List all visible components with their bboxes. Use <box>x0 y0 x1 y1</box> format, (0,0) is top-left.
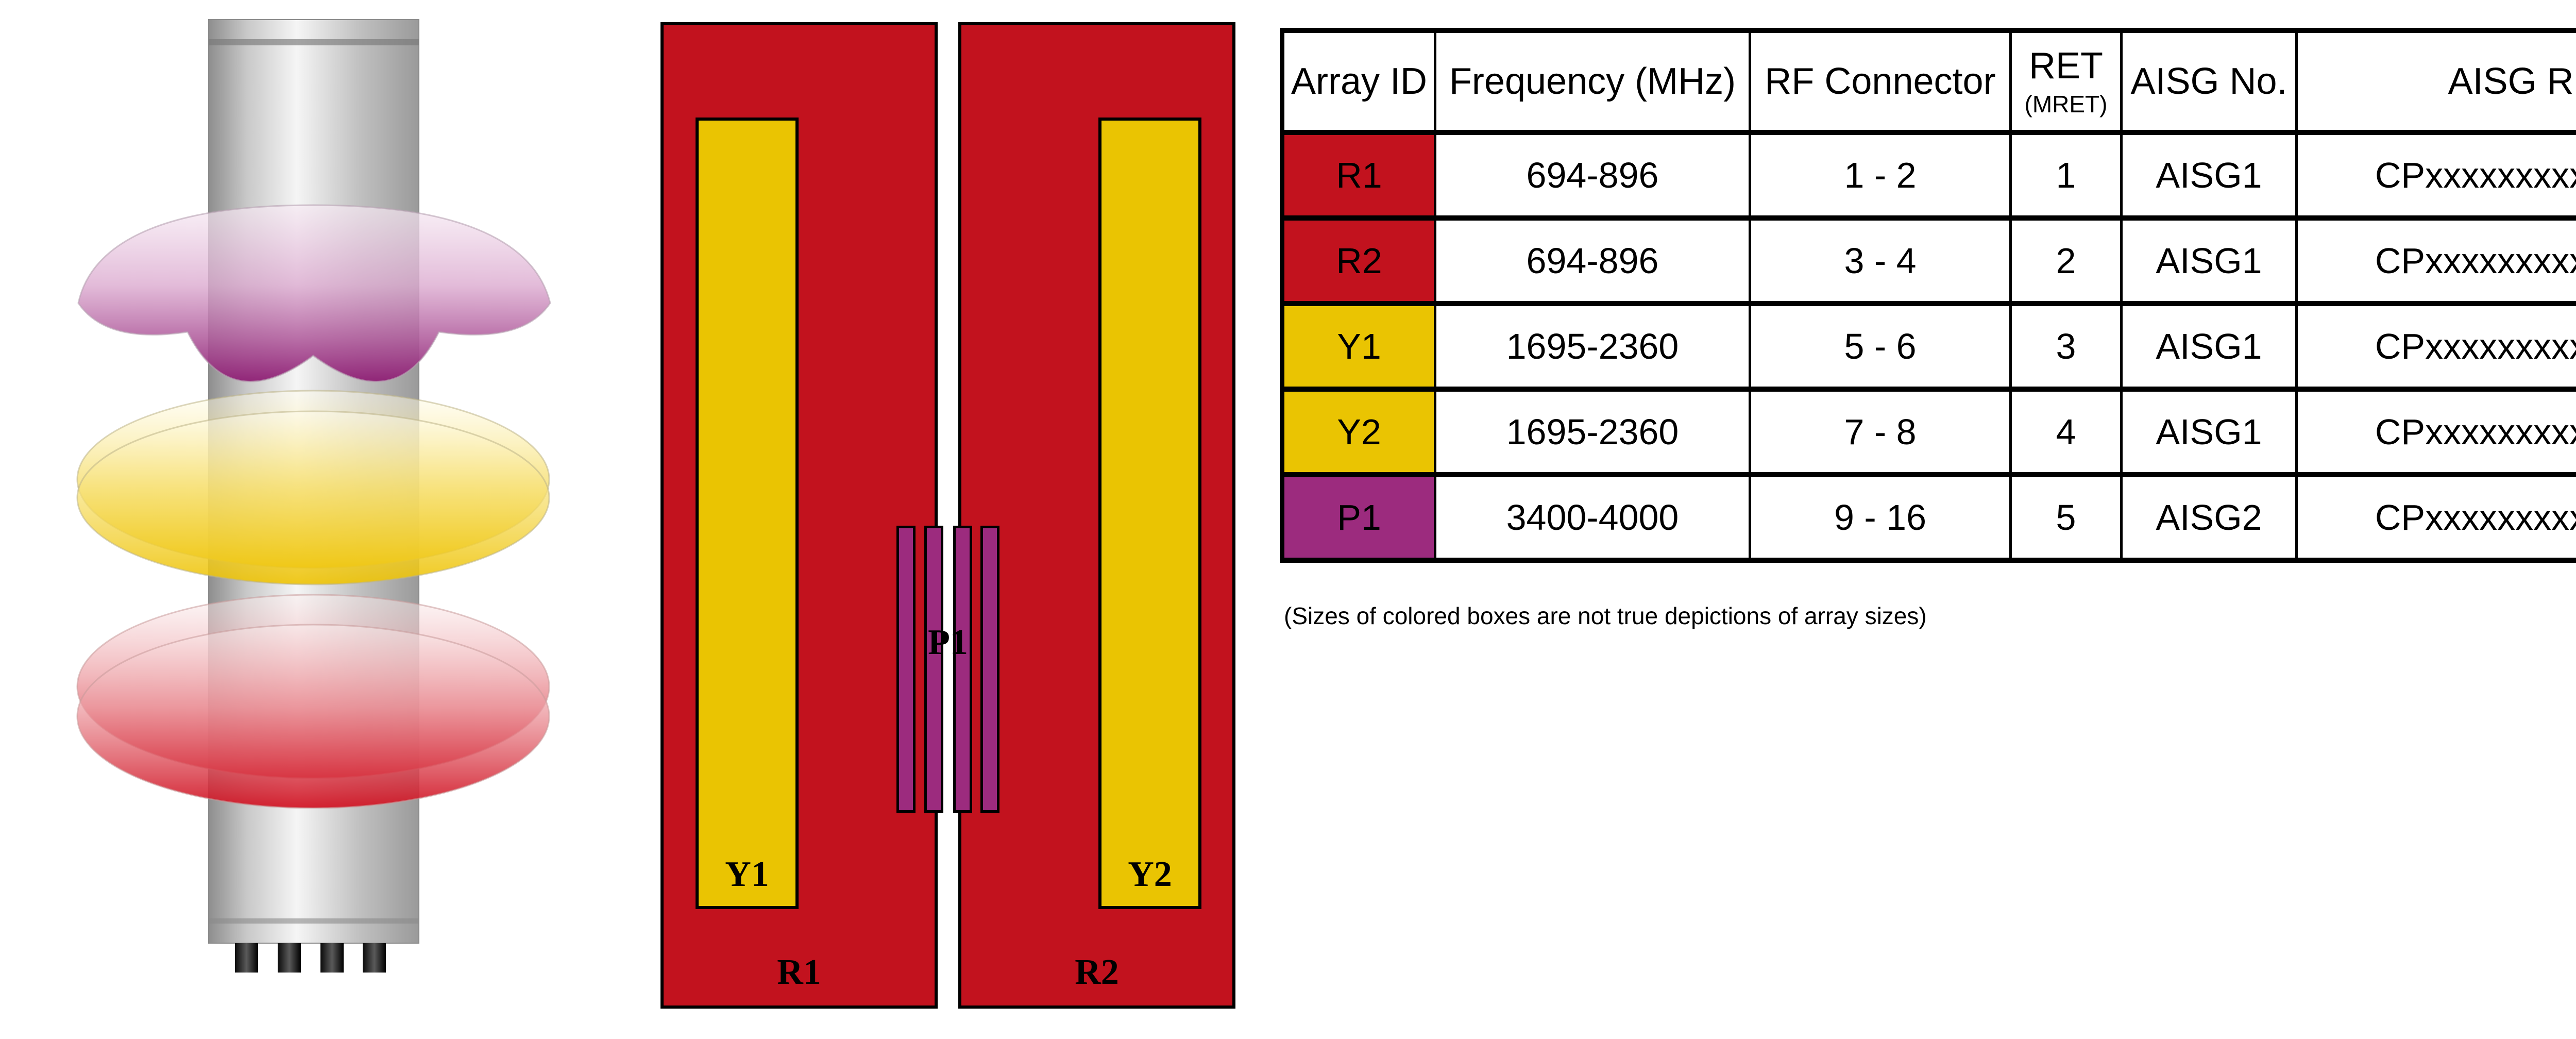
array-id-cell: P1 <box>1281 472 1436 563</box>
frequency-cell: 3400-4000 <box>1434 472 1751 563</box>
frequency-cell: 1695-2360 <box>1434 387 1751 477</box>
mast-top-band <box>209 39 419 45</box>
col-header-aisg-ret-uid: AISG RET UID <box>2295 28 2576 135</box>
connector-pin <box>235 943 258 973</box>
array-p1-strip <box>896 526 916 813</box>
ret-cell: 2 <box>2009 215 2123 306</box>
connector-pin <box>320 943 344 973</box>
array-p1-strip <box>953 526 972 813</box>
aisg-no-cell: AISG1 <box>2120 301 2298 392</box>
col-header-rf-connector: RF Connector <box>1749 28 2012 135</box>
frequency-cell: 1695-2360 <box>1434 301 1751 392</box>
array-r2-label: R2 <box>1075 952 1119 992</box>
rf-connector-cell: 7 - 8 <box>1749 387 2012 477</box>
aisg-ret-uid-cell: CPxxxxxxxxxxxxxxMM.1 <box>2295 472 2576 563</box>
aisg-ret-uid-cell: CPxxxxxxxxxxxxxxMM.2 <box>2295 215 2576 306</box>
col-header-ret-sub: (MRET) <box>2024 91 2108 118</box>
array-y1-label: Y1 <box>725 854 769 894</box>
aisg-ret-uid-cell: CPxxxxxxxxxxxxxxMM.3 <box>2295 301 2576 392</box>
mast-bottom-band <box>209 918 419 924</box>
col-header-frequency: Frequency (MHz) <box>1434 28 1751 135</box>
ret-cell: 4 <box>2009 387 2123 477</box>
table-row: P1 3400-4000 9 - 16 5 AISG2 CPxxxxxxxxxx… <box>1281 472 2576 563</box>
table-row: R2 694-896 3 - 4 2 AISG1 CPxxxxxxxxxxxxx… <box>1281 215 2576 306</box>
array-y2-label: Y2 <box>1128 854 1172 894</box>
ret-cell: 5 <box>2009 472 2123 563</box>
table-header-row: Array ID Frequency (MHz) RF Connector RE… <box>1281 28 2576 135</box>
col-header-array-id: Array ID <box>1281 28 1436 135</box>
red-beam-pattern-lower <box>76 624 550 809</box>
col-header-ret: RET (MRET) <box>2009 28 2123 135</box>
frequency-cell: 694-896 <box>1434 215 1751 306</box>
array-id-cell: R1 <box>1281 130 1436 221</box>
rf-connector-cell: 1 - 2 <box>1749 130 2012 221</box>
rf-connector-cell: 5 - 6 <box>1749 301 2012 392</box>
table-row: Y1 1695-2360 5 - 6 3 AISG1 CPxxxxxxxxxxx… <box>1281 301 2576 392</box>
table-row: Y2 1695-2360 7 - 8 4 AISG1 CPxxxxxxxxxxx… <box>1281 387 2576 477</box>
col-header-ret-main: RET <box>2029 45 2103 87</box>
aisg-ret-uid-cell: CPxxxxxxxxxxxxxxMM.1 <box>2295 130 2576 221</box>
size-disclaimer-note: (Sizes of colored boxes are not true dep… <box>1284 602 1927 629</box>
table-row: R1 694-896 1 - 2 1 AISG1 CPxxxxxxxxxxxxx… <box>1281 130 2576 221</box>
aisg-no-cell: AISG2 <box>2120 472 2298 563</box>
frequency-cell: 694-896 <box>1434 130 1751 221</box>
array-y2-box <box>1098 118 1201 909</box>
aisg-no-cell: AISG1 <box>2120 215 2298 306</box>
ret-configuration-table: Array ID Frequency (MHz) RF Connector RE… <box>1280 28 2576 563</box>
array-r1-label: R1 <box>777 952 821 992</box>
array-id-cell: Y1 <box>1281 301 1436 392</box>
yellow-beam-pattern-lower <box>76 410 550 585</box>
rf-connector-cell: 3 - 4 <box>1749 215 2012 306</box>
rf-connector-cell: 9 - 16 <box>1749 472 2012 563</box>
array-p1-label: P1 <box>928 623 968 662</box>
array-id-cell: Y2 <box>1281 387 1436 477</box>
ret-cell: 3 <box>2009 301 2123 392</box>
aisg-no-cell: AISG1 <box>2120 130 2298 221</box>
connector-pin <box>278 943 301 973</box>
array-p1-strip <box>924 526 943 813</box>
ret-cell: 1 <box>2009 130 2123 221</box>
col-header-aisg-no: AISG No. <box>2120 28 2298 135</box>
purple-beam-pattern <box>77 204 551 382</box>
array-p1-strip <box>980 526 999 813</box>
antenna-illustration <box>76 19 551 973</box>
array-id-cell: R2 <box>1281 215 1436 306</box>
connector-pin <box>363 943 386 973</box>
aisg-ret-uid-cell: CPxxxxxxxxxxxxxxMM.4 <box>2295 387 2576 477</box>
aisg-no-cell: AISG1 <box>2120 387 2298 477</box>
array-y1-box <box>696 118 799 909</box>
